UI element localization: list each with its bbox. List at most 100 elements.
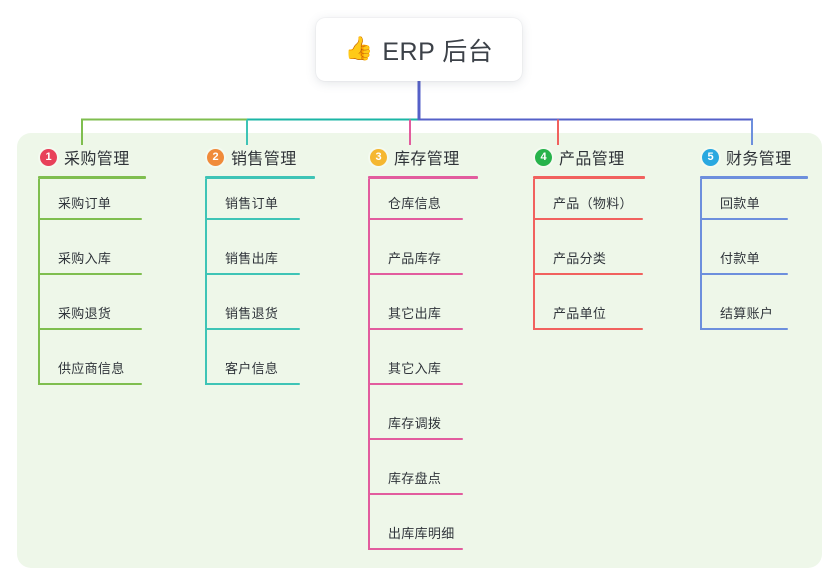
leaf-node-label: 其它入库 — [388, 361, 442, 376]
leaf-node[interactable]: 采购入库 — [38, 234, 146, 289]
leaf-node-underline — [38, 218, 142, 220]
leaf-node-underline — [700, 273, 788, 275]
leaf-node-underline — [533, 218, 643, 220]
leaf-node[interactable]: 客户信息 — [205, 344, 315, 399]
leaf-node-underline — [205, 273, 300, 275]
leaf-node[interactable]: 销售出库 — [205, 234, 315, 289]
leaf-node-underline — [368, 493, 463, 495]
leaf-node-label: 销售订单 — [225, 196, 279, 211]
leaf-node-underline — [368, 548, 463, 550]
leaf-node[interactable]: 销售订单 — [205, 179, 315, 234]
branch-header-underline — [205, 176, 315, 179]
leaf-node[interactable]: 产品库存 — [368, 234, 478, 289]
branch-column-1: 1 采购管理采购订单采购入库采购退货供应商信息 — [38, 145, 146, 399]
leaf-node-underline — [205, 218, 300, 220]
leaf-node-label: 采购入库 — [58, 251, 112, 266]
branch-spine — [368, 179, 370, 550]
leaf-node[interactable]: 库存盘点 — [368, 454, 478, 509]
branch-spine — [205, 179, 207, 385]
branch-header-underline — [368, 176, 478, 179]
branch-header-3[interactable]: 3 库存管理 — [368, 145, 478, 169]
leaf-node-label: 产品（物料） — [553, 196, 633, 211]
root-node-title: ERP 后台 — [382, 37, 494, 66]
branch-header-2[interactable]: 2 销售管理 — [205, 145, 315, 169]
branch-header-underline — [533, 176, 645, 179]
branch-header-underline — [700, 176, 808, 179]
branch-items: 销售订单销售出库销售退货客户信息 — [205, 179, 315, 399]
branch-spine — [700, 179, 702, 330]
leaf-node-label: 出库库明细 — [388, 526, 455, 541]
leaf-node[interactable]: 其它出库 — [368, 289, 478, 344]
leaf-node-underline — [368, 383, 463, 385]
branch-number-badge: 2 — [207, 148, 224, 166]
leaf-node-label: 销售退货 — [225, 306, 279, 321]
leaf-node-label: 产品库存 — [388, 251, 442, 266]
leaf-node-underline — [700, 218, 788, 220]
leaf-node-underline — [368, 273, 463, 275]
leaf-node-underline — [368, 328, 463, 330]
leaf-node-underline — [368, 218, 463, 220]
leaf-node[interactable]: 产品单位 — [533, 289, 645, 344]
branch-header-4[interactable]: 4 产品管理 — [533, 145, 645, 169]
leaf-node[interactable]: 回款单 — [700, 179, 808, 234]
leaf-node-label: 结算账户 — [720, 306, 774, 321]
leaf-node[interactable]: 结算账户 — [700, 289, 808, 344]
branch-title: 采购管理 — [64, 151, 130, 168]
leaf-node[interactable]: 采购退货 — [38, 289, 146, 344]
branch-number-badge: 4 — [535, 148, 552, 166]
root-node-erp-backend[interactable]: 👍 ERP 后台 — [316, 18, 522, 81]
leaf-node-underline — [205, 383, 300, 385]
leaf-node[interactable]: 销售退货 — [205, 289, 315, 344]
branch-title: 销售管理 — [231, 151, 297, 168]
branch-column-2: 2 销售管理销售订单销售出库销售退货客户信息 — [205, 145, 315, 399]
leaf-node-label: 采购退货 — [58, 306, 112, 321]
leaf-node-underline — [368, 438, 463, 440]
branch-number-badge: 5 — [702, 148, 719, 166]
leaf-node-label: 客户信息 — [225, 361, 279, 376]
diagram-background-panel — [17, 133, 822, 568]
leaf-node-label: 供应商信息 — [58, 361, 125, 376]
leaf-node-label: 产品单位 — [553, 306, 607, 321]
branch-title: 库存管理 — [394, 151, 460, 168]
branch-column-3: 3 库存管理仓库信息产品库存其它出库其它入库库存调拨库存盘点出库库明细 — [368, 145, 478, 564]
leaf-node[interactable]: 出库库明细 — [368, 509, 478, 564]
leaf-node-label: 其它出库 — [388, 306, 442, 321]
leaf-node[interactable]: 产品分类 — [533, 234, 645, 289]
leaf-node[interactable]: 仓库信息 — [368, 179, 478, 234]
branch-spine — [533, 179, 535, 330]
branch-title: 产品管理 — [559, 151, 625, 168]
leaf-node[interactable]: 付款单 — [700, 234, 808, 289]
leaf-node[interactable]: 供应商信息 — [38, 344, 146, 399]
branch-header-underline — [38, 176, 146, 179]
leaf-node[interactable]: 其它入库 — [368, 344, 478, 399]
leaf-node[interactable]: 采购订单 — [38, 179, 146, 234]
branch-number-badge: 3 — [370, 148, 387, 166]
leaf-node-label: 仓库信息 — [388, 196, 442, 211]
leaf-node-label: 产品分类 — [553, 251, 607, 266]
leaf-node-underline — [700, 328, 788, 330]
leaf-node-underline — [38, 273, 142, 275]
leaf-node-underline — [205, 328, 300, 330]
branch-number-badge: 1 — [40, 148, 57, 166]
leaf-node-label: 采购订单 — [58, 196, 112, 211]
leaf-node[interactable]: 产品（物料） — [533, 179, 645, 234]
leaf-node-underline — [38, 383, 142, 385]
branch-items: 仓库信息产品库存其它出库其它入库库存调拨库存盘点出库库明细 — [368, 179, 478, 564]
thumbs-up-icon: 👍 — [344, 35, 374, 61]
leaf-node-label: 付款单 — [720, 251, 760, 266]
leaf-node-label: 库存盘点 — [388, 471, 442, 486]
root-node-content: 👍 ERP 后台 — [345, 32, 494, 68]
branch-header-1[interactable]: 1 采购管理 — [38, 145, 146, 169]
leaf-node-underline — [38, 328, 142, 330]
leaf-node-label: 销售出库 — [225, 251, 279, 266]
leaf-node-label: 库存调拨 — [388, 416, 442, 431]
branch-items: 回款单付款单结算账户 — [700, 179, 808, 344]
leaf-node[interactable]: 库存调拨 — [368, 399, 478, 454]
branch-spine — [38, 179, 40, 385]
branch-items: 产品（物料） 产品分类产品单位 — [533, 179, 645, 344]
leaf-node-label: 回款单 — [720, 196, 760, 211]
branch-column-4: 4 产品管理产品（物料） 产品分类产品单位 — [533, 145, 645, 344]
branch-items: 采购订单采购入库采购退货供应商信息 — [38, 179, 146, 399]
